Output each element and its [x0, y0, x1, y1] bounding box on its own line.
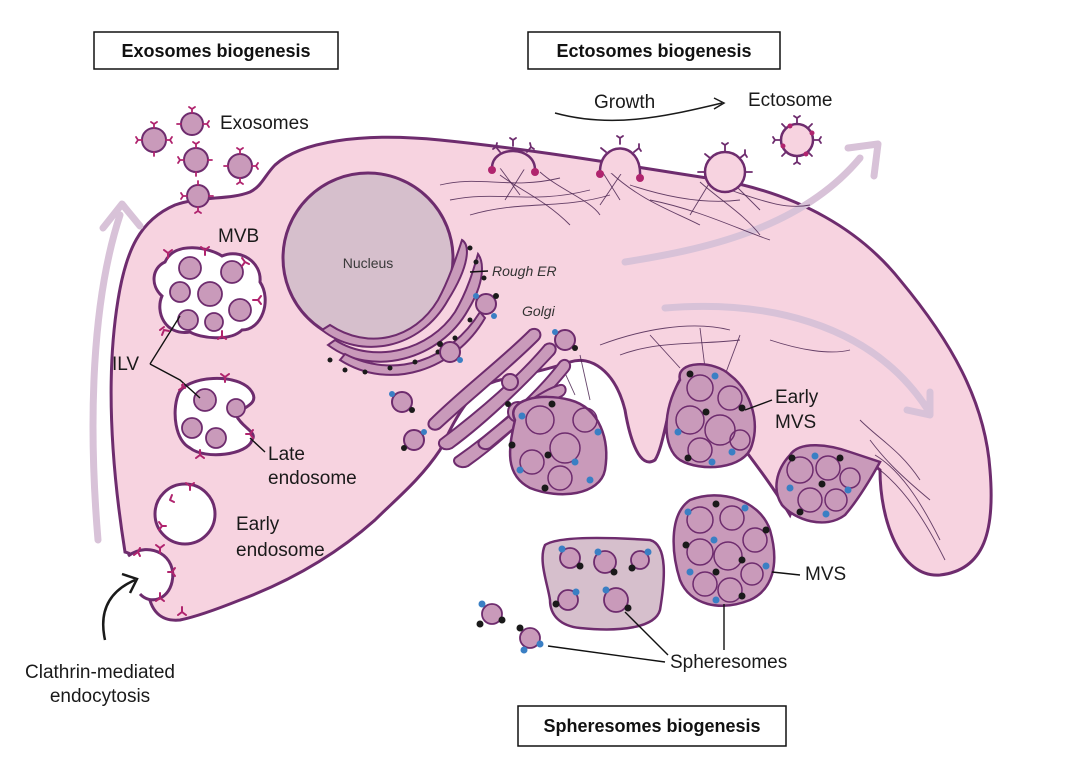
spheresome-cluster-markers — [552, 545, 652, 612]
spheresome-bud-right — [775, 444, 882, 524]
released-mvs-markers — [682, 500, 770, 604]
late-endosome-label-2: endosome — [268, 468, 357, 489]
ectosome-label: Ectosome — [748, 90, 832, 111]
released-mvs — [672, 494, 776, 607]
spheresomes-title-box: Spheresomes biogenesis — [517, 705, 787, 747]
rough-er-label: Rough ER — [492, 263, 557, 279]
clathrin-label-1: Clathrin-mediated — [25, 662, 175, 683]
ectosomes-title-box: Ectosomes biogenesis — [527, 31, 781, 70]
released-ectosome-receptors — [772, 115, 822, 165]
endocytosis-arrow-head — [121, 572, 139, 594]
early-mvs-label-1: Early — [775, 387, 819, 408]
ilv-leader-1 — [149, 315, 181, 365]
ectosome-buds — [488, 147, 747, 194]
golgi-vesicle-markers — [389, 293, 578, 451]
mvb-label: MVB — [218, 226, 259, 247]
spheresome-bud-left — [508, 395, 608, 496]
early-mvs — [665, 363, 756, 469]
receptor-marks — [133, 246, 262, 616]
released-mvs-vesicles — [686, 505, 768, 603]
free-spheresomes — [476, 600, 544, 654]
actin-filaments-top — [439, 167, 811, 241]
early-endosome-label-1: Early — [236, 514, 280, 535]
endocytosis-arrow — [102, 578, 136, 641]
late-endosome-ilvs — [181, 388, 246, 449]
mvs-inner-vesicles — [519, 374, 861, 513]
golgi-label: Golgi — [522, 303, 556, 319]
late-endosome-leader — [249, 437, 266, 453]
actin-filaments-bottom — [559, 325, 946, 561]
mvs-leader — [771, 571, 801, 576]
ectosome-bud-receptors — [492, 135, 753, 173]
mvb-ilvs — [169, 256, 252, 332]
ectosomes-title: Ectosomes biogenesis — [556, 41, 751, 61]
spheresomes-label: Spheresomes — [670, 652, 787, 673]
early-endosome-label-2: endosome — [236, 540, 325, 561]
spheresomes-title: Spheresomes biogenesis — [543, 716, 760, 736]
spheresome-cluster-vesicles — [557, 547, 650, 613]
spheresomes-leader-1 — [547, 645, 666, 663]
exosomes-title: Exosomes biogenesis — [121, 41, 310, 61]
early-endosome — [153, 482, 217, 546]
early-mvs-label-2: MVS — [775, 412, 816, 433]
growth-arrow-head — [713, 97, 726, 110]
exosomes-label: Exosomes — [220, 113, 309, 134]
early-mvs-leader — [744, 399, 773, 411]
rough-er-leader — [469, 270, 489, 273]
growth-label: Growth — [594, 92, 655, 113]
mvs-label: MVS — [805, 564, 846, 585]
late-endosome-label-1: Late — [268, 444, 305, 465]
mvs-markers — [508, 370, 852, 518]
ilv-leader-2 — [149, 363, 201, 399]
nucleus-label: Nucleus — [343, 255, 394, 271]
spheresomes-leader-2 — [624, 611, 669, 656]
clathrin-coated-pit — [127, 548, 175, 602]
clathrin-label-2: endocytosis — [50, 686, 150, 707]
biogenesis-flow-arrows — [89, 140, 934, 544]
exosome-receptors — [135, 106, 259, 214]
ilv-label: ILV — [112, 354, 139, 375]
released-ectosome-dots — [780, 123, 815, 157]
exosomes-title-box: Exosomes biogenesis — [93, 31, 339, 70]
growth-arrow — [554, 102, 723, 122]
